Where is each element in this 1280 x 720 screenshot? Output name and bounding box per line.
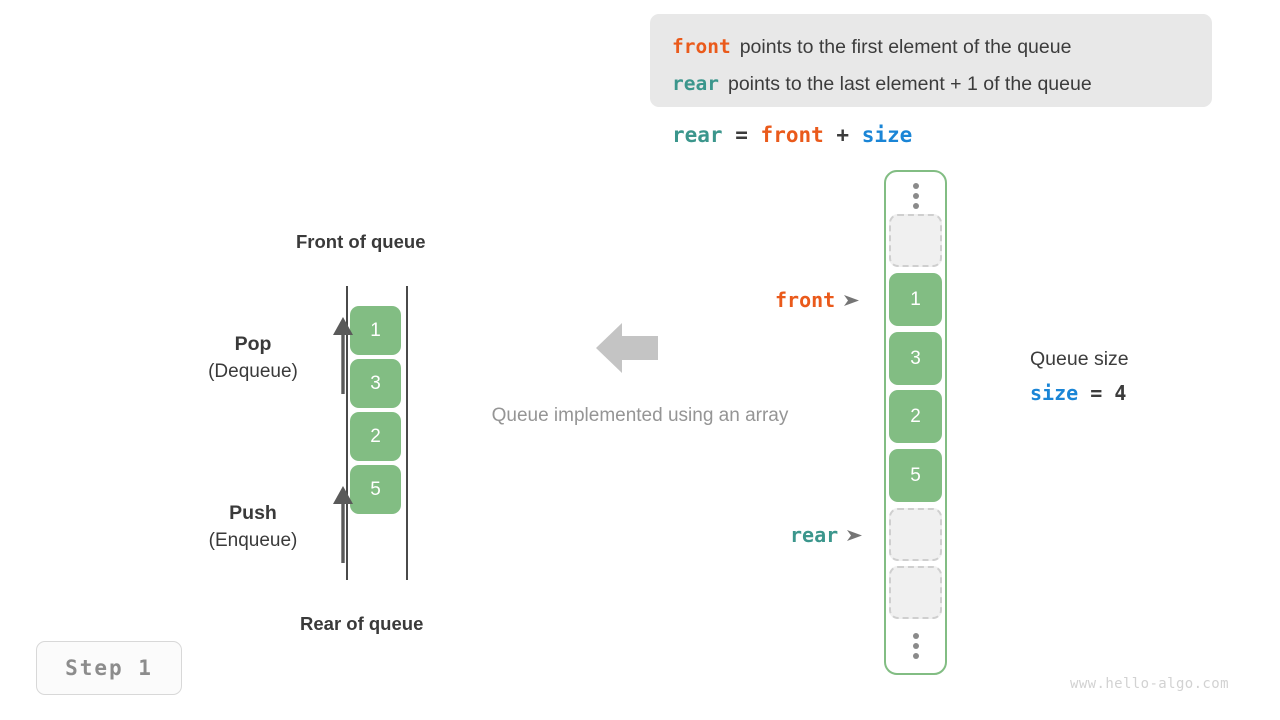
array-ellipsis-top [889,176,942,216]
queue-rail-right [406,286,408,580]
pointer-triangle-icon [847,529,863,541]
formula-rear-equals-front-plus-size: rear = front + size [672,120,912,150]
array-slot-empty [889,214,942,267]
push-label: Push (Enqueue) [178,500,328,554]
array-slot-filled: 1 [889,273,942,326]
queue-cell: 5 [350,465,401,514]
pop-arrow-up-icon [333,317,353,394]
legend-text-front: points to the first element of the queue [739,36,1072,58]
left-arrow-icon [596,323,658,373]
formula-size: size [861,123,913,147]
front-pointer-label: front [775,288,836,312]
step-badge: Step 1 [36,641,182,695]
size-equals: = [1090,381,1103,405]
rear-pointer-label: rear [790,523,839,547]
array-slot-empty [889,566,942,619]
queue-size-title: Queue size [1030,348,1129,370]
queue-cell: 1 [350,306,401,355]
push-title: Push [229,502,277,524]
formula-plus: + [836,123,850,147]
center-caption: Queue implemented using an array [491,405,789,426]
pointer-triangle-icon [844,294,860,306]
queue-rail-left [346,286,348,580]
queue-cell: 2 [350,412,401,461]
legend-row-rear: rear points to the last element + 1 of th… [672,65,1212,102]
legend-banner: front points to the first element of the … [650,14,1212,107]
pop-title: Pop [234,333,272,355]
array-ellipsis-bottom [889,626,942,666]
array-slot-filled: 2 [889,390,942,443]
size-value: 4 [1114,381,1127,405]
formula-equals: = [735,123,748,147]
array-slot-empty [889,508,942,561]
queue-size-expression: size = 4 [1030,377,1129,410]
rear-of-queue-label: Rear of queue [300,613,424,634]
array-slot-filled: 3 [889,332,942,385]
watermark: www.hello-algo.com [1070,676,1229,692]
formula-lhs-rear: rear [672,123,723,147]
front-of-queue-label: Front of queue [296,231,426,252]
pop-subtitle: (Dequeue) [208,361,298,382]
push-arrow-up-icon [333,486,353,563]
legend-keyword-rear: rear [672,72,719,95]
legend-keyword-front: front [672,35,731,58]
queue-size-note: Queue size size = 4 [1030,345,1129,410]
legend-row-front: front points to the first element of the … [672,28,1212,65]
push-subtitle: (Enqueue) [208,530,298,551]
queue-cell: 3 [350,359,401,408]
array-slot-filled: 5 [889,449,942,502]
size-variable: size [1030,381,1079,405]
legend-text-rear: points to the last element + 1 of the qu… [727,73,1092,95]
rear-pointer: rear [790,521,863,549]
formula-front: front [760,123,824,147]
front-pointer: front [775,286,860,314]
pop-label: Pop (Dequeue) [178,331,328,385]
